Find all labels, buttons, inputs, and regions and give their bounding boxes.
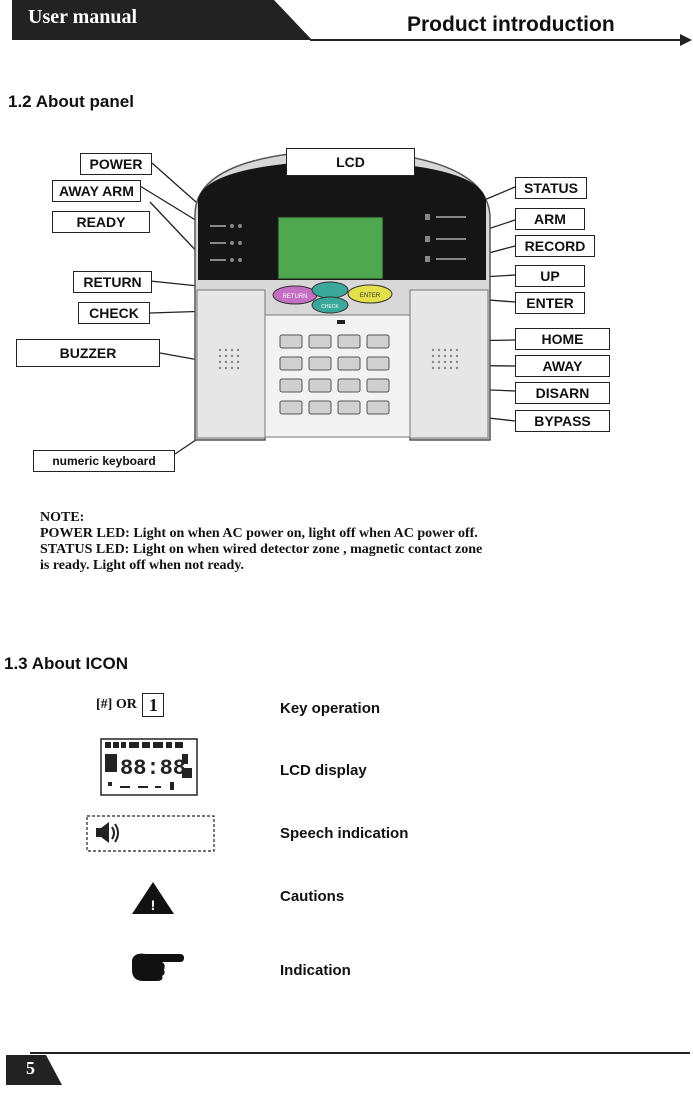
icon-label-key-operation: Key operation (280, 700, 381, 717)
icon-label-lcd-display: LCD display (280, 762, 367, 779)
keypad-key (308, 356, 332, 371)
keypad-key (337, 378, 361, 393)
lcd-display-icon: 88:88 (100, 738, 198, 796)
label-record: RECORD (515, 235, 595, 257)
keypad-key (279, 400, 303, 415)
keypad-key (308, 378, 332, 393)
label-arm: ARM (515, 208, 585, 230)
caution-mark: ! (151, 897, 156, 913)
speech-indication-icon (86, 815, 215, 852)
keypad-key (366, 334, 390, 349)
label-buzzer: BUZZER (16, 339, 160, 367)
keypad-key (279, 334, 303, 349)
label-away: AWAY (515, 355, 610, 377)
label-status: STATUS (515, 177, 587, 199)
keypad-key (337, 334, 361, 349)
speaker-icon (96, 822, 119, 843)
label-away-arm: AWAY ARM (52, 180, 141, 202)
caution-triangle-icon: ! (132, 882, 174, 914)
label-numeric-keyboard: numeric keyboard (33, 450, 175, 472)
label-power: POWER (80, 153, 152, 175)
keypad-key (366, 356, 390, 371)
label-return: RETURN (73, 271, 152, 293)
keypad-key (308, 334, 332, 349)
arrow-right-icon (680, 34, 692, 46)
label-check: CHECK (78, 302, 150, 324)
page-number-badge (6, 1055, 62, 1085)
note-line-2: STATUS LED: Light on when wired detector… (40, 542, 483, 557)
keypad-key (366, 378, 390, 393)
label-disarn: DISARN (515, 382, 610, 404)
icon-label-cautions: Cautions (280, 888, 345, 905)
key-digit-box: 1 (142, 693, 165, 717)
header-rule (310, 39, 680, 41)
device-return-caption: RETURN (283, 294, 308, 300)
lcd-digits: 88:88 (120, 756, 186, 781)
icon-label-indication: Indication (280, 962, 351, 979)
header-tab-shape (12, 0, 312, 40)
label-bypass: BYPASS (515, 410, 610, 432)
label-lcd: LCD (286, 148, 415, 176)
keypad-key (308, 400, 332, 415)
keypad-key (279, 378, 303, 393)
note-block: NOTE: POWER LED: Light on when AC power … (40, 510, 660, 574)
keypad-key (366, 400, 390, 415)
note-heading: NOTE: (40, 510, 85, 525)
footer-rule (30, 1052, 690, 1054)
header-left-title: User manual (28, 6, 138, 28)
numeric-keypad-keys (279, 334, 390, 415)
key-operation-icon: [#] OR 1 (96, 693, 165, 717)
keypad-key (337, 400, 361, 415)
section-title-icon: 1.3 About ICON (4, 654, 129, 673)
label-up: UP (515, 265, 585, 287)
label-enter: ENTER (515, 292, 585, 314)
alarm-panel-illustration: RETURN CHECK ENTER (139, 149, 516, 455)
keypad-key (337, 356, 361, 371)
note-line-1: POWER LED: Light on when AC power on, li… (40, 526, 478, 541)
page-number: 5 (26, 1058, 35, 1078)
key-prefix: [#] OR (96, 697, 137, 713)
label-home: HOME (515, 328, 610, 350)
device-check-caption: CHECK (321, 304, 339, 310)
pointing-hand-icon (132, 953, 184, 981)
header-right-title: Product introduction (407, 13, 615, 36)
device-enter-caption: ENTER (360, 293, 381, 299)
note-line-3: is ready. Light off when not ready. (40, 558, 245, 573)
icon-label-speech-indication: Speech indication (280, 825, 409, 842)
section-title-panel: 1.2 About panel (8, 92, 134, 111)
label-ready: READY (52, 211, 150, 233)
keypad-key (279, 356, 303, 371)
